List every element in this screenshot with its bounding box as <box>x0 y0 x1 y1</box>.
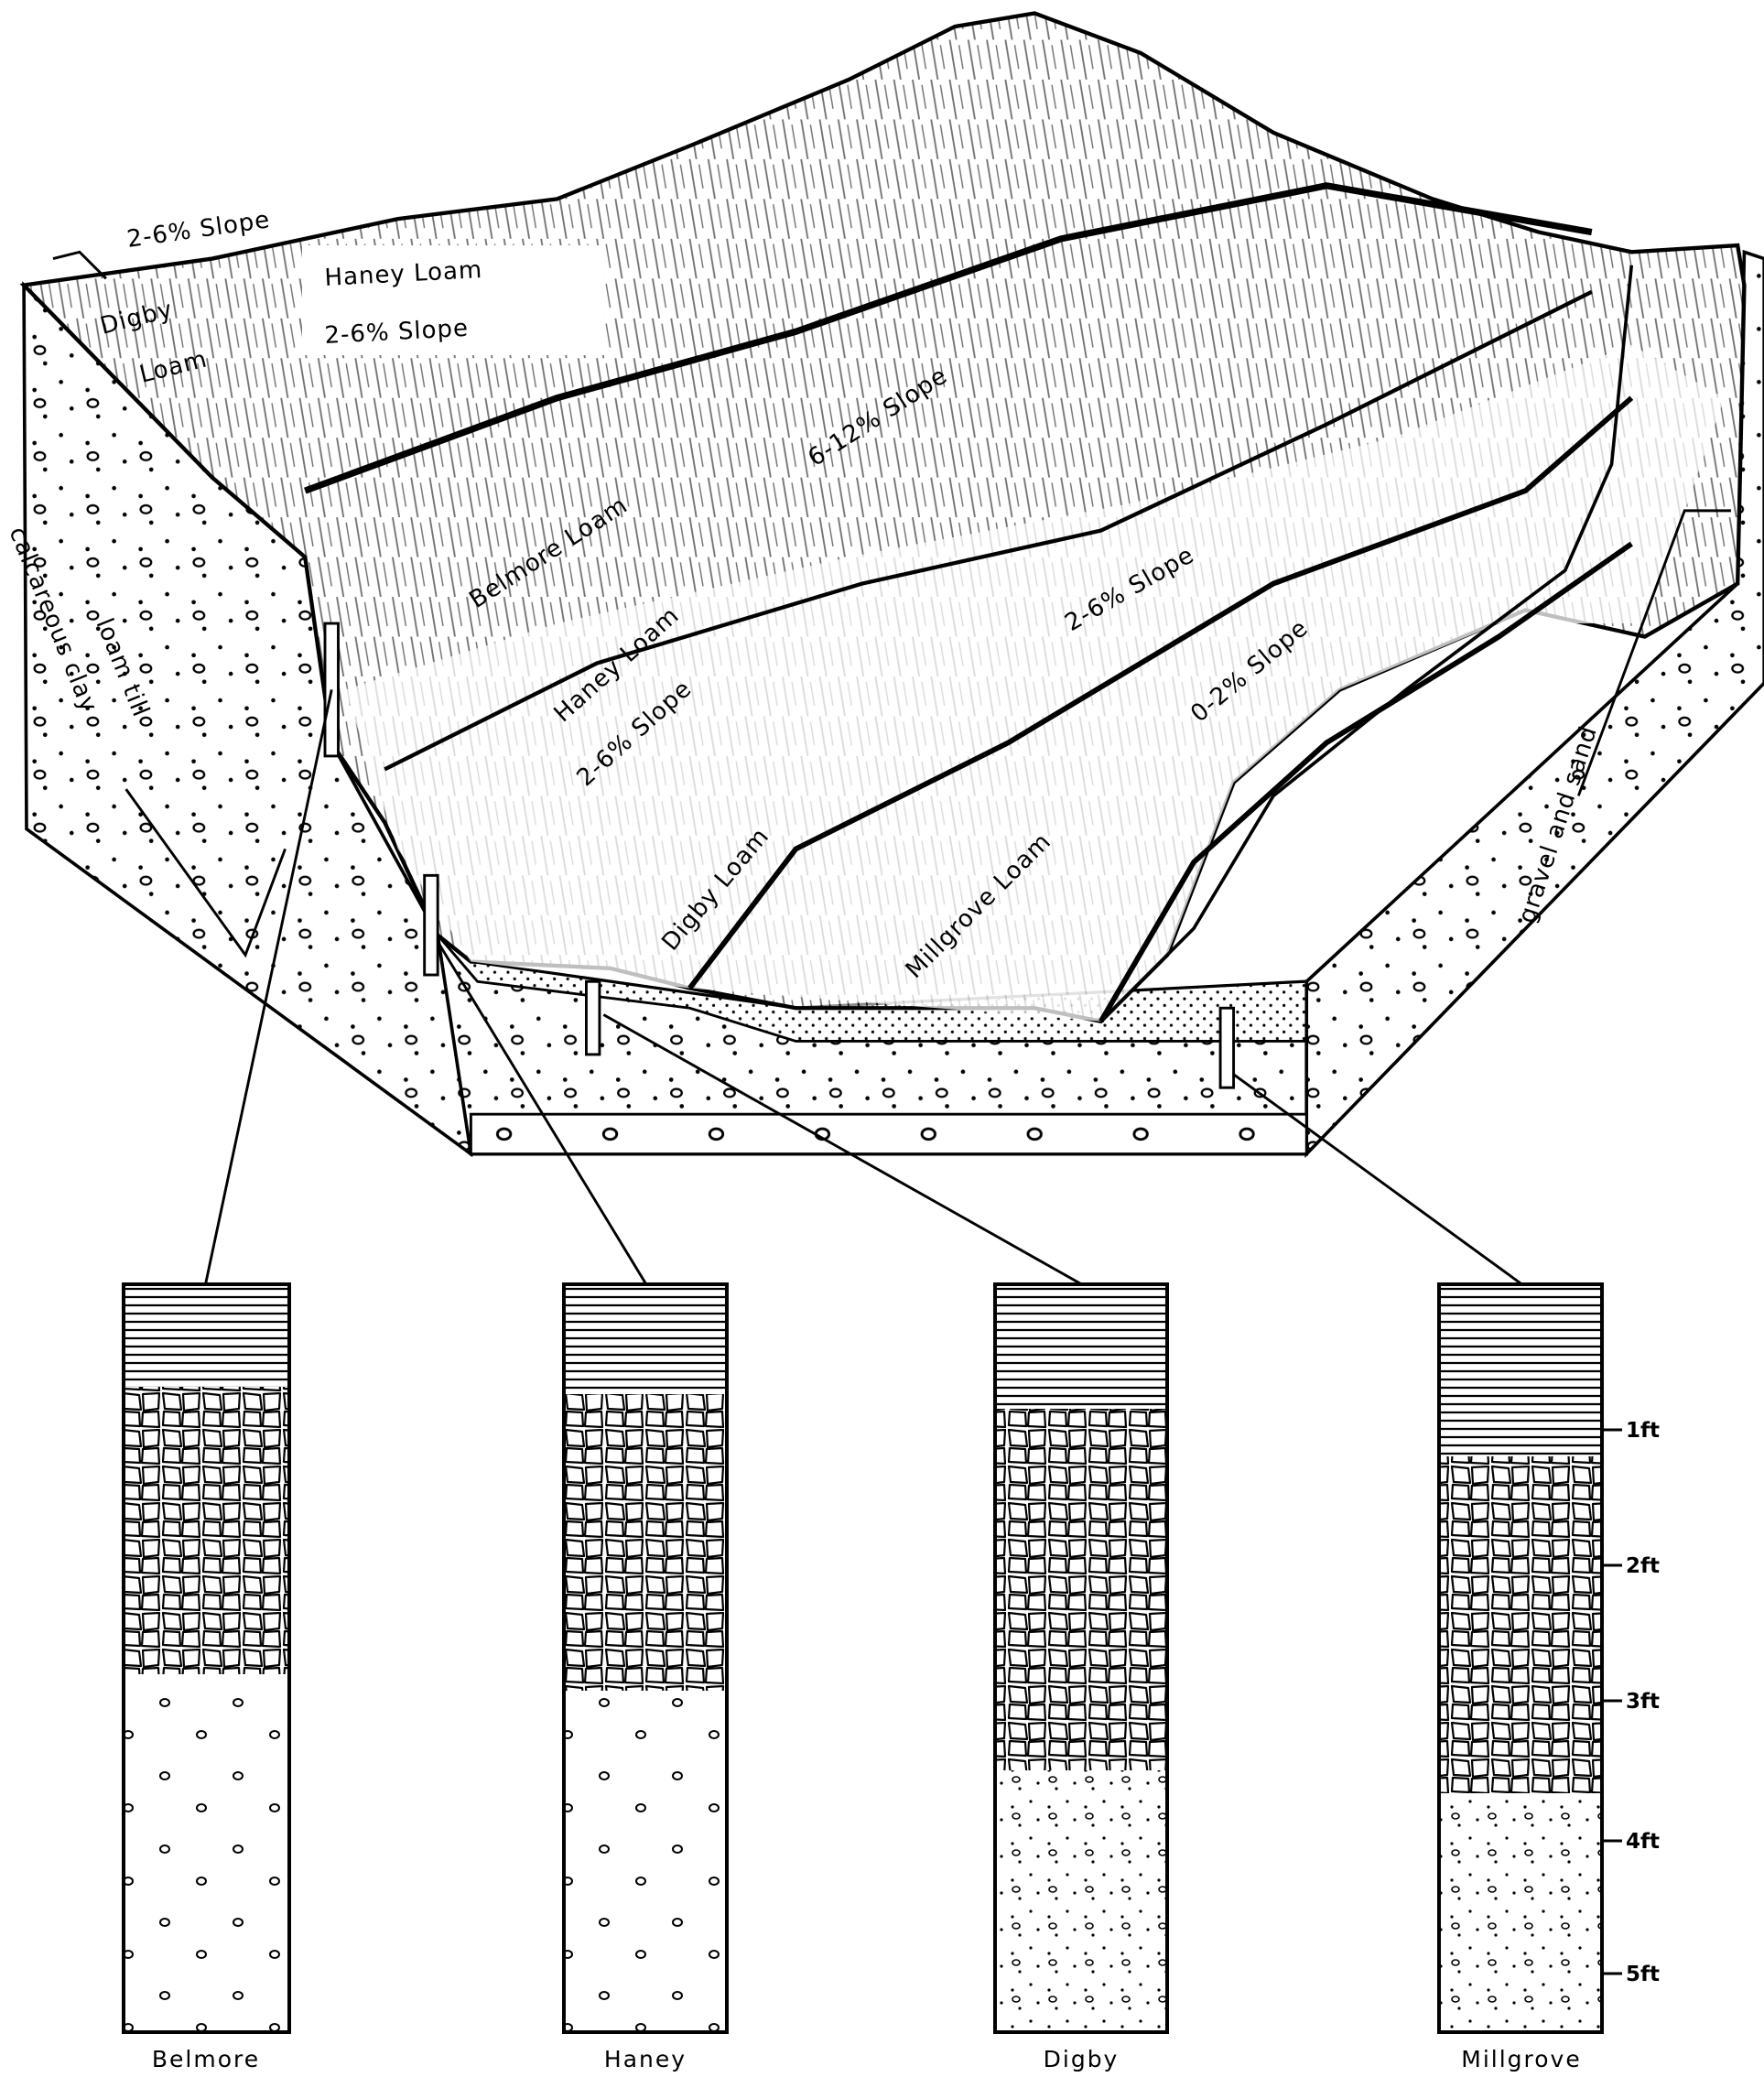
depth-tick-label: 1ft <box>1626 1419 1660 1443</box>
depth-tick-label: 4ft <box>1626 1830 1660 1854</box>
profile-digby: Digby <box>993 1282 1169 2072</box>
soil-boundary <box>1098 541 1633 1023</box>
profile-millgrove: Millgrove <box>1437 1282 1604 2072</box>
depth-scale <box>1602 1428 1622 1975</box>
stream <box>1099 265 1634 1023</box>
soil-boundary <box>384 289 1593 772</box>
profile-label: Millgrove <box>1461 2046 1581 2072</box>
label-top-slope: 2-6% Slope <box>125 206 272 254</box>
block-diagram <box>19 11 1764 1285</box>
depth-tick-label: 5ft <box>1626 1963 1660 1986</box>
profile-label: Digby <box>1044 2046 1120 2072</box>
soil-boundary <box>304 182 1593 494</box>
profile-label: Belmore <box>152 2046 260 2072</box>
soil-boundary <box>687 395 1634 990</box>
depth-tick-label: 3ft <box>1626 1690 1660 1714</box>
pit-marker <box>585 979 601 1056</box>
pit-marker <box>423 873 439 977</box>
profile-haney: Haney <box>562 1282 729 2072</box>
pit-marker <box>1218 1006 1236 1089</box>
depth-tick-label: 2ft <box>1626 1554 1660 1578</box>
leader-lines <box>52 250 1731 1285</box>
profile-belmore: Belmore <box>122 1282 291 2072</box>
profile-label: Haney <box>604 2046 687 2072</box>
valley-floor <box>344 344 1725 1022</box>
bedrock-strip <box>469 1112 1308 1156</box>
